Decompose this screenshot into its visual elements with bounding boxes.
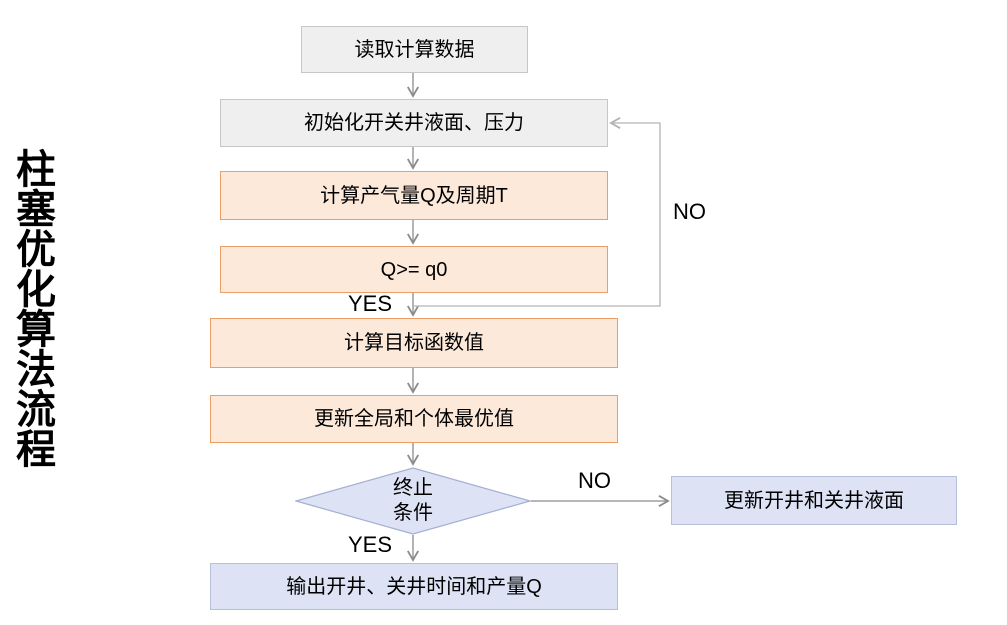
node-output-result-label: 输出开井、关井时间和产量Q (286, 575, 542, 598)
node-calc-objective-label: 计算目标函数值 (344, 332, 484, 354)
node-update-best: 更新全局和个体最优值 (210, 395, 618, 443)
node-calc-gas-period: 计算产气量Q及周期T (220, 171, 608, 220)
terminate-label-line2: 条件 (393, 502, 433, 524)
node-initialize-label: 初始化开关井液面、压力 (304, 112, 524, 134)
edge-no-loop (414, 117, 661, 307)
page-title: 柱塞优化算法流程 (10, 148, 54, 468)
node-read-data-label: 读取计算数据 (354, 38, 475, 61)
node-condition-q: Q>= q0 (220, 246, 608, 293)
node-condition-q-label: Q>= q0 (380, 258, 448, 281)
edge-label-yes-condition: YES (348, 291, 393, 316)
node-update-liquid-level: 更新开井和关井液面 (671, 476, 957, 525)
edge-label-no-loop: NO (673, 199, 706, 224)
node-terminate-condition-label: 终止 条件 (295, 467, 531, 535)
terminate-diamond-shape (295, 467, 531, 535)
node-output-result: 输出开井、关井时间和产量Q (210, 563, 618, 610)
node-terminate-condition: 终止 条件 (295, 467, 531, 535)
edge-label-no-terminate: NO (578, 468, 611, 493)
node-calc-gas-period-label: 计算产气量Q及周期T (320, 184, 508, 207)
node-update-liquid-level-label: 更新开井和关井液面 (724, 489, 904, 512)
terminate-label-line1: 终止 (393, 477, 433, 499)
edge-label-yes-terminate: YES (348, 532, 393, 557)
node-update-best-label: 更新全局和个体最优值 (314, 408, 514, 430)
node-calc-objective: 计算目标函数值 (210, 318, 618, 368)
node-initialize: 初始化开关井液面、压力 (220, 99, 608, 147)
node-read-data: 读取计算数据 (301, 26, 528, 73)
